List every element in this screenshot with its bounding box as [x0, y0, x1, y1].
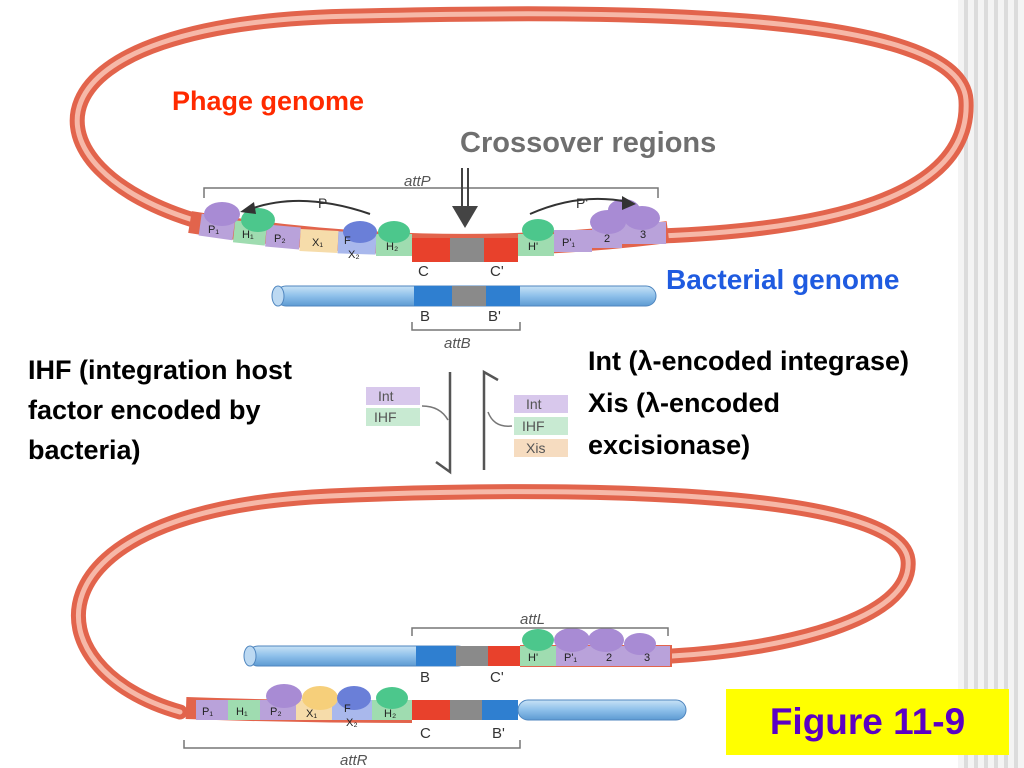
svg-text:H': H'	[528, 241, 538, 253]
attP-right-sites: H' P'₁ 2 3	[518, 199, 666, 256]
attB-label: attB	[444, 335, 471, 352]
svg-text:X₁: X₁	[312, 237, 323, 249]
attL-label: attL	[520, 611, 545, 628]
svg-text:3: 3	[644, 652, 650, 664]
ihf-box-left: IHF	[374, 409, 397, 425]
svg-text:2: 2	[604, 233, 610, 245]
svg-text:3: 3	[640, 229, 646, 241]
C-prime-label: C'	[490, 263, 504, 280]
svg-text:2: 2	[606, 652, 612, 664]
svg-text:P₁: P₁	[202, 706, 213, 718]
attR-label: attR	[340, 752, 368, 768]
int-xis-description: Int (λ-encoded integrase) Xis (λ-encoded…	[588, 340, 1008, 466]
ihf-line-3: bacteria)	[28, 435, 141, 465]
svg-text:H₂: H₂	[386, 241, 398, 253]
protein-list-right	[514, 395, 568, 457]
svg-text:X₁: X₁	[306, 708, 317, 720]
svg-text:X₂: X₂	[348, 249, 360, 261]
int-box-left: Int	[378, 388, 394, 404]
svg-text:H₁: H₁	[236, 706, 248, 718]
phage-genome-label: Phage genome	[172, 86, 365, 116]
int-box-right: Int	[526, 396, 542, 412]
svg-text:P'₁: P'₁	[562, 237, 575, 249]
svg-text:P'₁: P'₁	[564, 652, 577, 664]
B-prime-label: B'	[488, 308, 501, 325]
B-prime-label-attR: B'	[492, 725, 505, 742]
svg-text:P₁: P₁	[208, 224, 219, 236]
integrated-ring: H' P'₁ 2 3 P₁ H₁ P₂ X₁ F X₂ H₂	[70, 484, 916, 749]
C-label: C	[418, 263, 429, 280]
B-label: B	[420, 308, 430, 325]
core-regions-top	[412, 238, 518, 262]
figure-number-label: Figure 11-9	[769, 701, 966, 742]
ihf-line-1: IHF (integration host	[28, 355, 292, 385]
svg-text:P₂: P₂	[274, 233, 286, 245]
int-line-3: excisionase)	[588, 430, 751, 460]
xis-box-right: Xis	[526, 440, 545, 456]
protein-list-left	[366, 387, 420, 426]
bacterial-chromosome	[271, 285, 657, 331]
ihf-description: IHF (integration host factor encoded by …	[28, 350, 373, 470]
ihf-line-2: factor encoded by	[28, 395, 261, 425]
B-label-attL: B	[420, 669, 430, 686]
reaction-arrows	[421, 369, 513, 475]
svg-text:H₁: H₁	[242, 229, 254, 241]
crossover-regions-label: Crossover regions	[460, 127, 717, 159]
attP-label: attP	[404, 173, 431, 190]
C-label-attR: C	[420, 725, 431, 742]
figure-number-box: Figure 11-9	[726, 689, 1009, 755]
ihf-box-right: IHF	[522, 418, 545, 434]
attP-left-sites: P₁ H₁ P₂ X₁ F X₂ H₂	[198, 202, 412, 261]
bacterial-genome-label: Bacterial genome	[666, 264, 900, 295]
svg-text:X₂: X₂	[346, 717, 358, 729]
int-line-1: Int (λ-encoded integrase)	[588, 346, 910, 376]
svg-text:H': H'	[528, 652, 538, 664]
svg-text:F: F	[344, 703, 351, 715]
svg-text:H₂: H₂	[384, 708, 396, 720]
C-prime-label-attL: C'	[490, 669, 504, 686]
int-line-2: Xis (λ-encoded	[588, 388, 781, 418]
P-prime-arm-label: P'	[576, 195, 588, 211]
attP-bracket	[203, 168, 659, 228]
svg-text:P₂: P₂	[270, 706, 282, 718]
P-arm-label: P	[318, 195, 327, 211]
svg-text:F: F	[344, 235, 351, 247]
